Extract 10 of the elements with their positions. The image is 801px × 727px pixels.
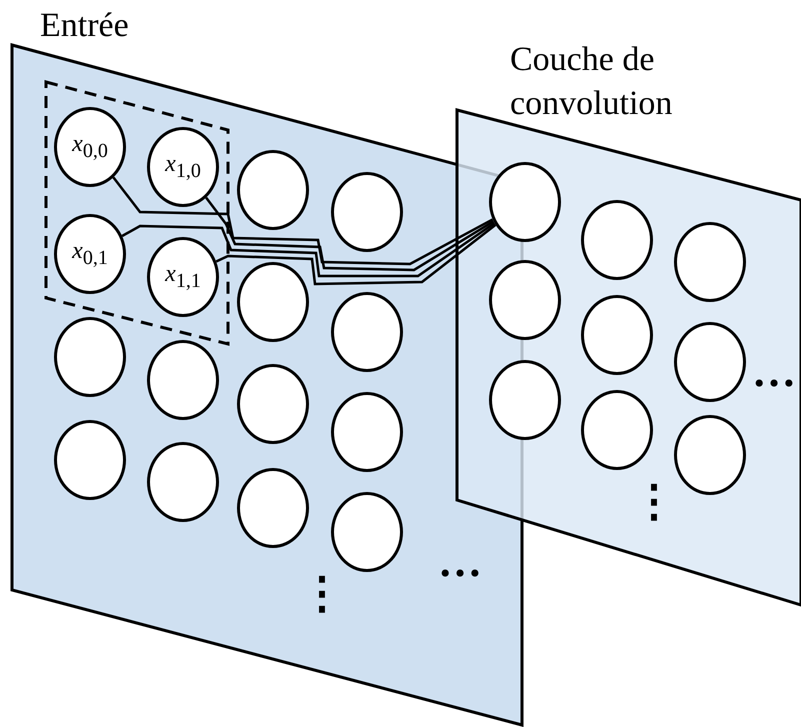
ellipsis-mark: … — [752, 350, 796, 394]
layer-title: Couche de convolution — [510, 40, 674, 124]
ellipsis-mark: ⋮ — [632, 480, 676, 524]
ellipsis-mark: … — [438, 540, 482, 584]
connection-line — [216, 224, 496, 286]
ellipsis-mark: ⋮ — [300, 572, 344, 616]
connection-line — [205, 196, 494, 272]
connection-line — [122, 222, 496, 278]
connection-line — [112, 176, 494, 266]
layer-title: Entrée — [40, 6, 129, 46]
